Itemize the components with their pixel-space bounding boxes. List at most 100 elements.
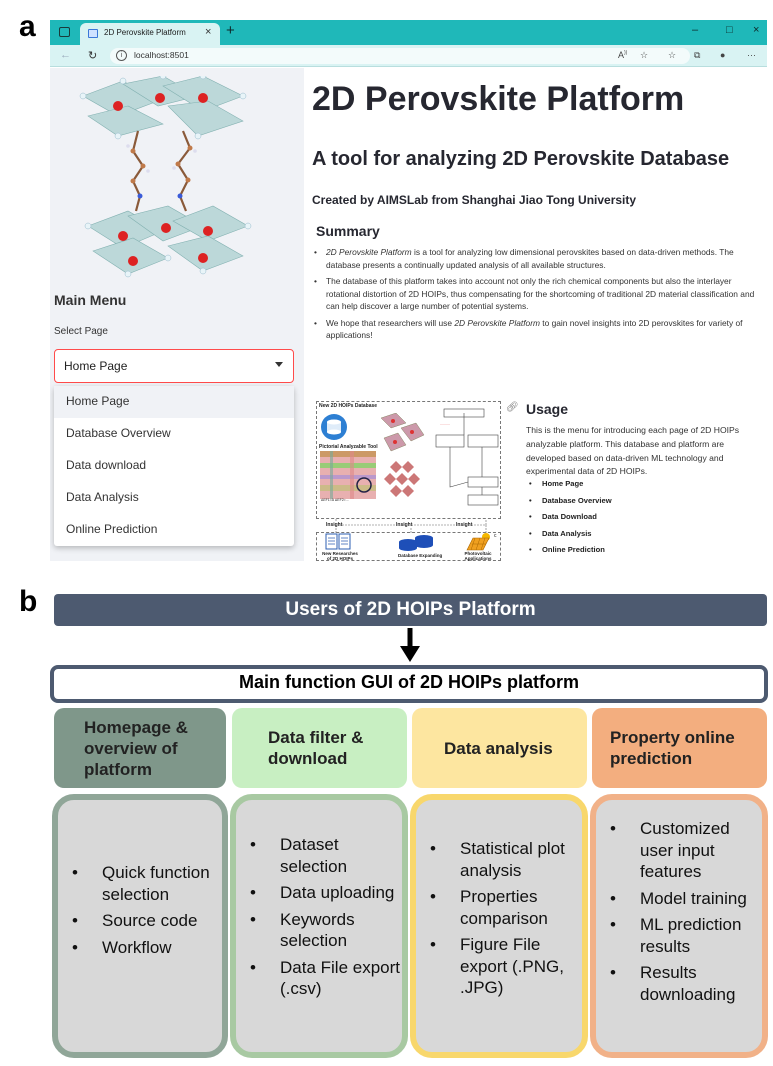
address-bar: ← ↻ i localhost:8501 A)) ☆ ☆ ⧉ ● ···: [50, 45, 767, 67]
info-icon[interactable]: i: [116, 50, 127, 61]
favicon-icon: [88, 29, 98, 38]
select-value: Home Page: [64, 359, 128, 373]
created-by-text: Created by AIMSLab from Shanghai Jiao To…: [312, 193, 637, 207]
figure-new-db-title: New 2D HOIPs Database: [319, 403, 378, 409]
usage-workflow-figure: New 2D HOIPs Database Pictorial Analyzab…: [316, 401, 516, 561]
column-header-text: Property online prediction: [610, 728, 735, 768]
dropdown-option-data-download[interactable]: Data download: [66, 458, 147, 472]
link-icon[interactable]: 🔗︎: [506, 402, 519, 413]
figure-new-research-label: New Researches of 2D HOIPs: [322, 551, 358, 561]
close-window-button[interactable]: ×: [753, 24, 760, 36]
summary-list: 2D Perovskite Platform is a tool for ana…: [312, 246, 762, 346]
column-list-item: Statistical plot analysis: [416, 838, 582, 881]
app-page: Main Menu Select Page Home Page Home Pag…: [50, 68, 767, 561]
column-list-item: Data File export (.csv): [236, 957, 402, 1000]
gui-title: Main function GUI of 2D HOIPs platform: [238, 672, 579, 692]
column-header-text: Data analysis: [444, 738, 553, 758]
column-list: Dataset selection Data uploading Keyword…: [236, 834, 402, 1005]
column-list-item: Quick function selection: [58, 862, 222, 905]
usage-description: This is the menu for introducing each pa…: [526, 425, 740, 477]
figure-photovoltaic-label: Photovoltaic Applications: [464, 551, 492, 561]
figure-top-frame: [316, 401, 501, 519]
sidebar: Main Menu Select Page Home Page Home Pag…: [50, 68, 304, 561]
figure-label-c: c: [494, 533, 497, 539]
database-stack-icon: [399, 535, 433, 551]
figure-bottom-frame: [316, 532, 501, 561]
column-header-text: Homepage & overview of platform: [84, 717, 188, 779]
solar-panel-icon: [466, 533, 490, 551]
column-list-item: Properties comparison: [416, 886, 582, 929]
dropdown-option-database-overview[interactable]: Database Overview: [66, 426, 171, 440]
favorite-star-icon[interactable]: ☆: [640, 50, 649, 60]
heatmap-thumbnail: [320, 451, 376, 499]
usage-item: Data Download: [528, 509, 612, 526]
gui-title-box: Main function GUI of 2D HOIPs platform: [50, 665, 768, 703]
column-header-property-prediction: Property online prediction: [592, 708, 767, 788]
page-dropdown-menu: Home Page Database Overview Data downloa…: [54, 386, 294, 546]
usage-item: Data Analysis: [528, 526, 612, 543]
tab-close-icon[interactable]: ×: [205, 26, 212, 38]
column-list-item: ML prediction results: [596, 914, 762, 957]
dropdown-option-data-analysis[interactable]: Data Analysis: [66, 490, 139, 504]
column-card-property-prediction: Customized user input features Model tra…: [590, 794, 768, 1058]
collections-icon[interactable]: ⧉: [694, 50, 701, 60]
classification-flowchart: ..........: [435, 408, 499, 506]
column-list: Customized user input features Model tra…: [596, 818, 762, 1010]
insight-label: Insight: [326, 522, 343, 528]
tab-bar: 2D Perovskite Platform × + – □ ×: [50, 20, 767, 45]
tab-actions-icon[interactable]: [59, 27, 70, 37]
column-header-data-analysis: Data analysis: [412, 708, 587, 788]
minimize-button[interactable]: –: [692, 24, 699, 36]
read-aloud-icon[interactable]: A)): [618, 50, 628, 60]
column-header-text: Data filter & download: [268, 728, 364, 768]
usage-heading: Usage: [526, 401, 569, 417]
maximize-button[interactable]: □: [726, 24, 733, 36]
select-page-label: Select Page: [54, 326, 108, 337]
menu-title: Main Menu: [54, 292, 127, 308]
users-banner: Users of 2D HOIPs Platform: [54, 594, 767, 626]
usage-list: Home Page Database Overview Data Downloa…: [528, 476, 612, 559]
panel-label-a: a: [19, 10, 36, 43]
column-card-homepage: Quick function selection Source code Wor…: [52, 794, 228, 1058]
dropdown-option-home-page[interactable]: Home Page: [54, 386, 294, 418]
page-subtitle: A tool for analyzing 2D Perovskite Datab…: [312, 148, 730, 170]
column-list-item: Data uploading: [236, 882, 402, 904]
database-icon: [321, 414, 347, 440]
summary-item: 2D Perovskite Platform is a tool for ana…: [312, 246, 762, 271]
page-title: 2D Perovskite Platform: [312, 80, 685, 118]
page-select[interactable]: Home Page: [54, 349, 294, 383]
column-list: Statistical plot analysis Properties com…: [416, 838, 582, 1004]
usage-item: Home Page: [528, 476, 612, 493]
crystal-structure-thumbnail: [380, 413, 425, 452]
column-list-item: Dataset selection: [236, 834, 402, 877]
chevron-down-icon: [275, 362, 283, 367]
column-list-item: Workflow: [58, 937, 222, 959]
panel-label-b: b: [19, 585, 38, 618]
column-header-homepage: Homepage & overview of platform: [54, 708, 226, 788]
back-arrow-icon[interactable]: ←: [60, 49, 71, 61]
figure-db-expanding-label: Database Expanding: [398, 553, 443, 558]
lattice-thumbnail: [384, 461, 420, 497]
new-tab-button[interactable]: +: [226, 22, 235, 39]
column-card-data-filter: Dataset selection Data uploading Keyword…: [230, 794, 408, 1058]
summary-heading: Summary: [316, 223, 380, 239]
reload-icon[interactable]: ↻: [88, 50, 98, 62]
figure-pictorial-title: Pictorial Analyzable Tool: [319, 444, 378, 450]
url-text: localhost:8501: [134, 50, 189, 60]
column-list-item: Figure File export (.PNG, .JPG): [416, 934, 582, 999]
column-header-data-filter: Data filter & download: [232, 708, 407, 788]
summary-item: We hope that researchers will use 2D Per…: [312, 317, 762, 342]
usage-item: Online Prediction: [528, 542, 612, 559]
research-document-icon: [325, 533, 351, 550]
more-options-icon[interactable]: ···: [747, 50, 756, 60]
url-field[interactable]: i localhost:8501: [110, 48, 690, 64]
dropdown-option-online-prediction[interactable]: Online Prediction: [66, 522, 158, 536]
browser-tab-active[interactable]: 2D Perovskite Platform ×: [80, 23, 220, 45]
favorites-icon[interactable]: ☆: [668, 50, 677, 60]
profile-avatar-icon[interactable]: ●: [720, 50, 726, 60]
column-list-item: Keywords selection: [236, 909, 402, 952]
column-card-data-analysis: Statistical plot analysis Properties com…: [410, 794, 588, 1058]
column-list: Quick function selection Source code Wor…: [58, 862, 222, 963]
column-list-item: Model training: [596, 888, 762, 910]
summary-item: The database of this platform takes into…: [312, 275, 762, 313]
